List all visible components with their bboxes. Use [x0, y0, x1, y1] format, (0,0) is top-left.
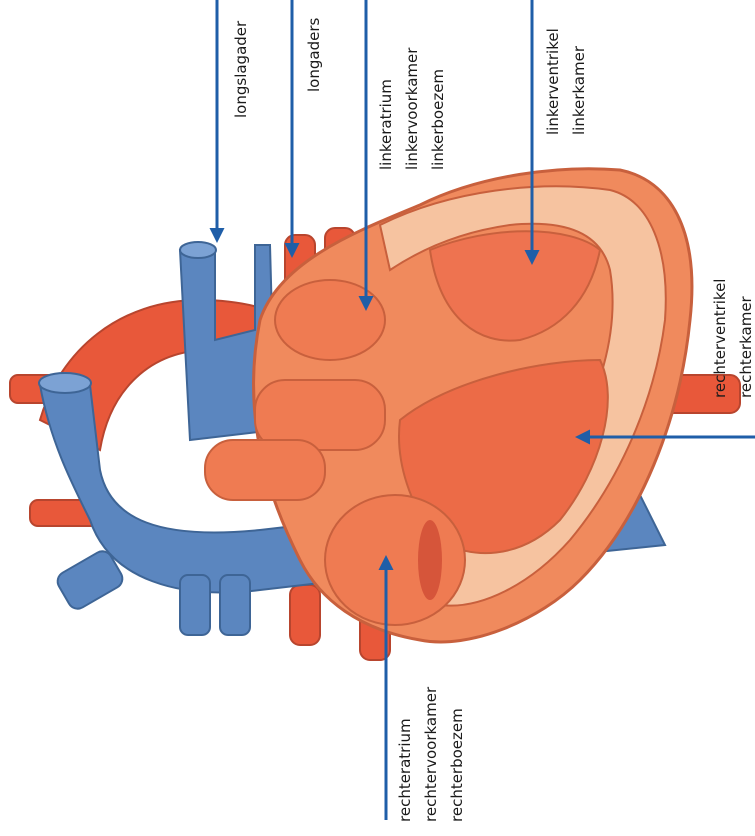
label-left-atrium: linkeratrium linkervoorkamer linkerboeze… [373, 48, 451, 170]
label-left-atrium-line2: linkervoorkamer [399, 48, 425, 170]
label-pulmonary-veins: longaders [301, 18, 327, 92]
label-right-atrium-line2: rechtervoorkamer [418, 687, 444, 822]
label-right-atrium-line1: rechteratrium [392, 687, 418, 822]
label-left-ventricle-line2: linkerkamer [566, 28, 592, 135]
label-pulmonary-artery-text: longslagader [228, 21, 254, 118]
label-right-atrium-line3: rechterboezem [444, 687, 470, 822]
label-right-ventricle-line2: rechterkamer [733, 279, 755, 398]
label-right-ventricle: rechterventrikel rechterkamer [707, 279, 755, 398]
label-right-atrium: rechteratrium rechtervoorkamer rechterbo… [392, 687, 470, 822]
label-left-atrium-line1: linkeratrium [373, 48, 399, 170]
label-left-ventricle-line1: linkerventrikel [540, 28, 566, 135]
label-left-ventricle: linkerventrikel linkerkamer [540, 28, 592, 135]
label-pulmonary-artery: longslagader [228, 21, 254, 118]
label-right-ventricle-line1: rechterventrikel [707, 279, 733, 398]
right-atrium-chamber [325, 495, 465, 625]
label-pulmonary-veins-text: longaders [301, 18, 327, 92]
label-left-atrium-line3: linkerboezem [425, 48, 451, 170]
left-atrium-chamber [275, 280, 385, 360]
